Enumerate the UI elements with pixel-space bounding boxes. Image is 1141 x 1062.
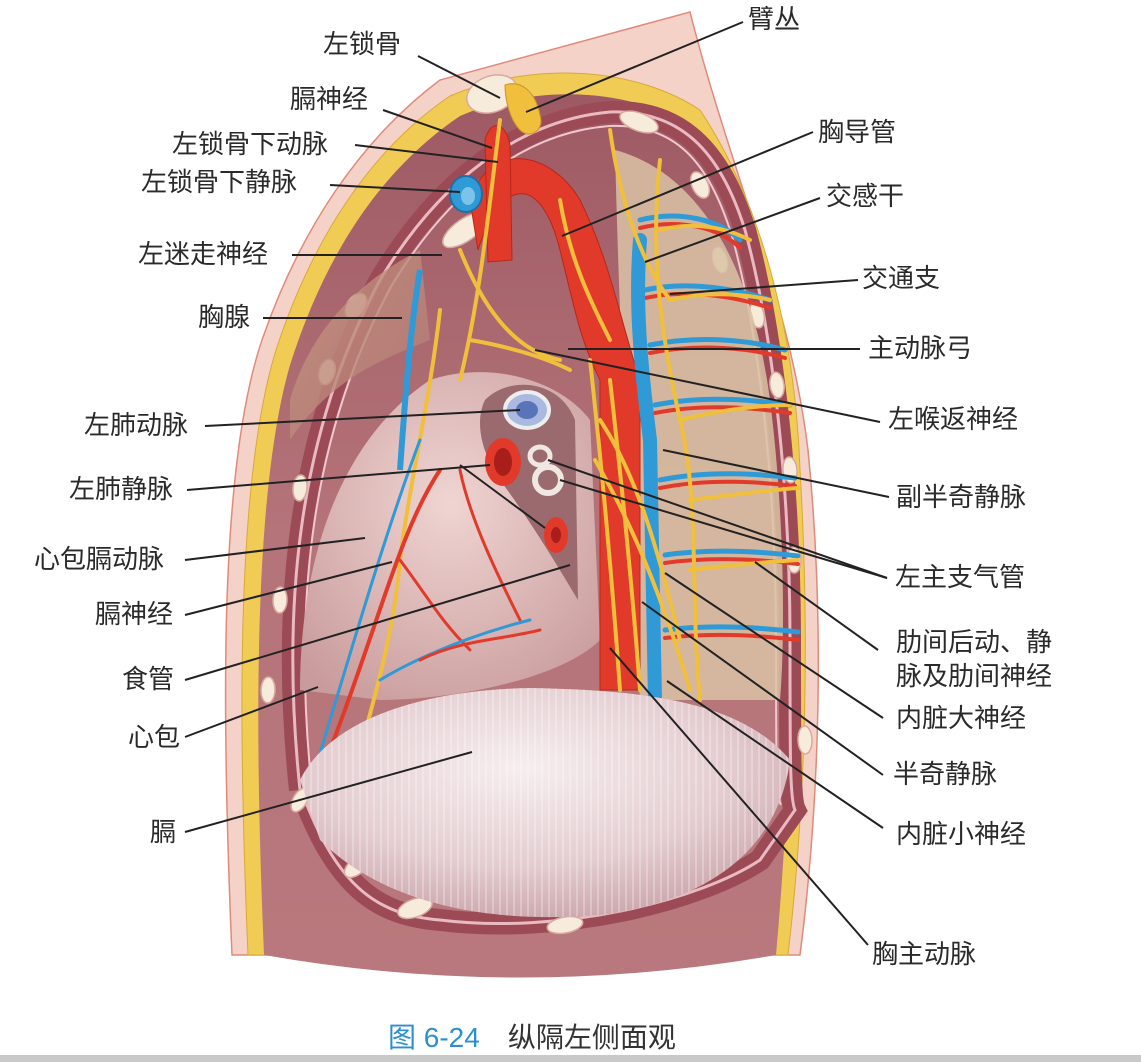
hemiazygos-vein: [631, 233, 662, 707]
leader-lines: [184, 21, 890, 946]
label-pericardiacophrenic-artery: 心包膈动脉: [34, 545, 165, 575]
nerve-network: [358, 118, 800, 752]
label-phrenic-nerve-upper: 膈神经: [290, 85, 369, 115]
label-pericardium: 心包: [128, 723, 181, 753]
label-left-subclavian-artery: 左锁骨下动脉: [172, 130, 329, 160]
figure-caption: 图 6-24 纵隔左侧面观: [388, 1020, 676, 1056]
label-lesser-splanchnic-nerve: 内脏小神经: [896, 820, 1027, 850]
label-left-main-bronchus: 左主支气管: [895, 563, 1026, 593]
label-esophagus: 食管: [122, 665, 175, 695]
label-aortic-arch: 主动脉弓: [868, 334, 973, 364]
aortic-arch: [469, 158, 641, 691]
brachial-plexus: [504, 83, 542, 135]
label-thoracic-aorta: 胸主动脉: [872, 940, 977, 970]
label-left-recurrent-laryngeal-nerve: 左喉返神经: [888, 405, 1019, 435]
figure-title: 纵隔左侧面观: [507, 1021, 676, 1054]
left-main-bronchus: [527, 444, 553, 468]
label-thoracic-duct: 胸导管: [818, 118, 897, 148]
label-hemiazygos-vein: 半奇静脉: [893, 760, 998, 790]
label-posterior-intercostal-vessels-nerves: 肋间后动、静 脉及肋间神经: [896, 628, 1053, 692]
label-sympathetic-trunk: 交感干: [826, 182, 905, 212]
thymus: [290, 250, 430, 440]
label-left-subclavian-vein: 左锁骨下静脉: [141, 168, 298, 198]
label-left-pulmonary-vein: 左肺静脉: [69, 475, 174, 505]
left-subclavian-artery: [484, 125, 513, 263]
label-brachial-plexus: 臂丛: [748, 5, 801, 35]
label-left-pulmonary-artery: 左肺动脉: [84, 411, 189, 441]
page-bottom-edge: [0, 1055, 1141, 1062]
left-vagus-vein: [397, 269, 423, 471]
label-left-clavicle: 左锁骨: [323, 30, 402, 60]
label-greater-splanchnic-nerve: 内脏大神经: [896, 704, 1027, 734]
label-left-vagus-nerve: 左迷走神经: [138, 240, 269, 270]
figure-number: 图 6-24: [388, 1022, 480, 1053]
label-accessory-hemiazygos-vein: 副半奇静脉: [896, 483, 1027, 513]
label-phrenic-nerve-lower: 膈神经: [95, 600, 174, 630]
label-thymus: 胸腺: [198, 303, 251, 333]
label-communicating-branch: 交通支: [862, 264, 941, 294]
label-diaphragm: 膈: [150, 818, 177, 848]
